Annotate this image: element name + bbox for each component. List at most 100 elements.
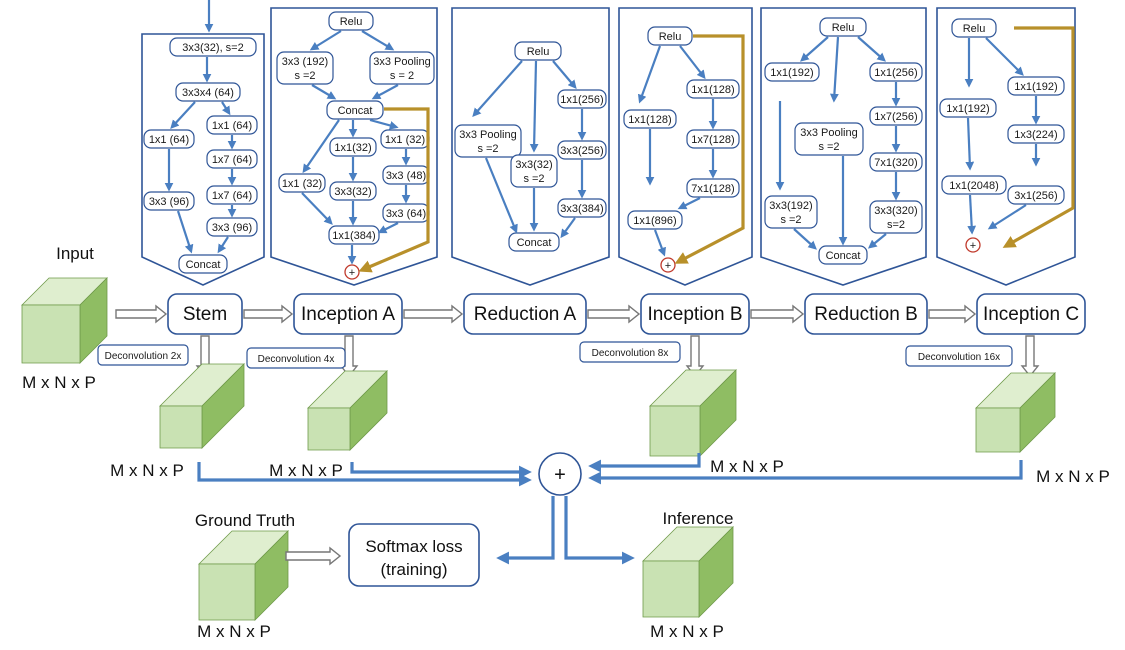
inception-c-node: 1x3(224) [1014, 129, 1057, 141]
reduction-b-node: s =2 [818, 141, 839, 153]
hollow-arrow [285, 546, 342, 566]
deconv-2x-box [97, 344, 189, 366]
inception-a-node: 1x1 (32) [282, 178, 322, 190]
inception-c-block: Relu 1x1(192) 1x1(192) 1x3(224) 1x1(2048… [939, 18, 1075, 253]
stage-label: Inception C [983, 304, 1079, 325]
plus-circle-icon: + [970, 240, 976, 252]
deconv-4x-box [246, 347, 346, 369]
inception-a-node: s =2 [294, 70, 315, 82]
input-label: Input [56, 244, 94, 263]
inception-c-node: Relu [963, 23, 986, 35]
sum-node [538, 452, 582, 496]
stem-node: 1x7 (64) [212, 190, 252, 202]
inception-b-node: 1x1(896) [633, 215, 676, 227]
stem-node: Concat [186, 259, 221, 271]
reduction-b-node: 3x3(320) [874, 205, 917, 217]
hollow-arrow [243, 304, 294, 324]
deconv-8x-box [579, 341, 681, 363]
stem-node: 3x3 (96) [149, 196, 189, 208]
reduction-b-node: Concat [826, 250, 861, 262]
inception-a-node: 3x3 (48) [386, 170, 426, 182]
inception-c-deconv-cube [975, 372, 1056, 453]
inception-b-node: 1x1(128) [628, 114, 671, 126]
deconv-label: Deconvolution 8x [592, 348, 669, 359]
stage-label: Inception B [647, 304, 742, 325]
reduction-b-node: 3x3 Pooling [800, 127, 858, 139]
inception-a-deconv-cube [307, 370, 388, 451]
softmax-loss-box [348, 523, 480, 587]
stem-node: 3x3 (96) [212, 222, 252, 234]
plus-circle-icon: + [349, 267, 355, 279]
deconv-label: Deconvolution 4x [258, 354, 335, 365]
inception-b-node: 1x1(128) [691, 84, 734, 96]
hollow-down-arrow [1020, 335, 1040, 378]
ground-truth-label: Ground Truth [195, 511, 295, 530]
inception-b-deconv-cube [649, 369, 737, 457]
inception-a-block: Relu 3x3 (192) s =2 3x3 Pooling s = 2 Co… [276, 11, 435, 280]
deconv-label: Deconvolution 2x [105, 351, 182, 362]
stage-stem [167, 293, 243, 335]
inception-c-node: 1x1(2048) [949, 180, 999, 192]
inception-a-node: 3x3 (64) [386, 208, 426, 220]
reduction-a-node: Concat [517, 237, 552, 249]
stem-node: 1x7 (64) [212, 154, 252, 166]
hollow-arrow [403, 304, 464, 324]
sum-plus: + [554, 464, 566, 486]
inception-a-node: 1x1(32) [334, 142, 371, 154]
ground-truth-cube [198, 530, 289, 621]
reduction-a-node: 3x3(384) [560, 203, 603, 215]
inception-a-node: s = 2 [390, 70, 414, 82]
inception-a-node: 3x3(32) [334, 186, 371, 198]
reduction-a-node: 3x3(32) [515, 159, 552, 171]
reduction-a-node: s =2 [523, 173, 544, 185]
reduction-a-node: 1x1(256) [560, 94, 603, 106]
deconv-label: Deconvolution 16x [918, 352, 1000, 363]
inception-a-node: 3x3 (192) [282, 56, 328, 68]
stage-reduction-b [804, 293, 928, 335]
stem-deconv-cube [159, 363, 245, 449]
reduction-a-node: s =2 [477, 143, 498, 155]
hollow-arrow [587, 304, 641, 324]
inception-a-node: Concat [338, 105, 373, 117]
stage-label: Reduction B [814, 304, 918, 325]
stage-label: Stem [183, 304, 227, 325]
reduction-b-node: 3x3(192) [769, 200, 812, 212]
softmax-label: Softmax loss [365, 537, 462, 556]
dims-label: M x N x P [710, 457, 784, 476]
stem-node: 3x3x4 (64) [182, 87, 234, 99]
softmax-label: (training) [380, 560, 447, 579]
inference-cube [642, 526, 734, 618]
cubes [21, 277, 1056, 621]
stem-node: 1x1 (64) [212, 120, 252, 132]
stage-inception-b [640, 293, 750, 335]
inception-a-node: 1x1(384) [332, 230, 375, 242]
reduction-a-block: Relu 1x1(256) 3x3 Pooling s =2 3x3(256) … [454, 41, 607, 252]
inception-a-node: 1x1 (32) [385, 134, 425, 146]
input-cube [21, 277, 108, 364]
reduction-b-node: s =2 [780, 214, 801, 226]
dims-label: M x N x P [197, 622, 271, 641]
inception-c-node: 1x1(192) [1014, 81, 1057, 93]
reduction-a-node: Relu [527, 46, 550, 58]
reduction-b-node: 1x1(192) [770, 67, 813, 79]
reduction-a-node: 3x3 Pooling [459, 129, 517, 141]
inception-b-node: 1x7(128) [691, 134, 734, 146]
inception-b-node: 7x1(128) [691, 183, 734, 195]
hollow-arrow [115, 304, 168, 324]
inception-c-panel [936, 7, 1076, 286]
stage-reduction-a [463, 293, 587, 335]
dims-label: M x N x P [269, 461, 343, 480]
inception-b-block: Relu 1x1(128) 1x1(128) 1x7(128) 7x1(128)… [623, 26, 745, 273]
hollow-arrow [750, 304, 805, 324]
inception-b-node: Relu [659, 31, 682, 43]
reduction-a-node: 3x3(256) [560, 145, 603, 157]
reduction-b-node: 7x1(320) [874, 157, 917, 169]
dims-label: M x N x P [22, 373, 96, 392]
dims-label: M x N x P [650, 622, 724, 641]
inception-c-node: 3x1(256) [1014, 190, 1057, 202]
plus-circle-icon: + [665, 260, 671, 272]
reduction-b-node: 1x7(256) [874, 111, 917, 123]
inference-label: Inference [663, 509, 734, 528]
inception-c-node: 1x1(192) [946, 103, 989, 115]
